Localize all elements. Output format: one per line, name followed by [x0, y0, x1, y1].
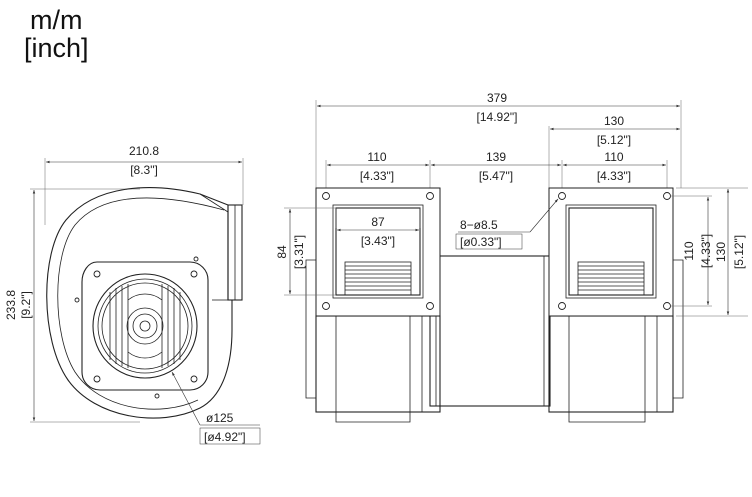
motor-shaft	[139, 320, 151, 332]
left-housing-body	[315, 315, 441, 413]
right-outlet-flange	[548, 187, 674, 317]
holes-in: [ø0.33"]	[460, 235, 502, 249]
right-housing-body	[548, 315, 674, 413]
housing-base	[335, 412, 411, 423]
screw	[93, 375, 101, 383]
overall-mm: 379	[487, 91, 507, 105]
motor-hub	[132, 313, 158, 339]
screw	[93, 270, 101, 278]
units-secondary: [inch]	[24, 33, 89, 63]
left-housing-side	[305, 259, 316, 399]
left-pitch-mm: 110	[367, 150, 386, 164]
holes-mm: 8−ø8.5	[460, 218, 498, 232]
housing-seam	[199, 193, 229, 213]
side-width-in: [8.3"]	[130, 163, 158, 177]
flange-in: [5.12"]	[597, 133, 631, 147]
flange-hole	[558, 192, 566, 200]
v-pitch-in: [4.33"]	[699, 234, 713, 268]
rivet	[74, 297, 80, 303]
inlet-ring	[97, 278, 193, 374]
inlet-inch-box	[199, 427, 261, 445]
motor-hub-outer	[126, 307, 164, 345]
rivet	[193, 256, 199, 262]
right-pitch-in: [4.33"]	[597, 169, 631, 183]
flange-hole	[663, 192, 671, 200]
hole-leader	[529, 198, 559, 233]
flange-hole	[558, 302, 566, 310]
outlet-height-in: [3.31"]	[292, 235, 306, 269]
holes-inch-box	[455, 233, 523, 250]
v-pitch-mm: 110	[682, 241, 696, 260]
right-pitch-mm: 110	[604, 150, 623, 164]
flange-hole	[426, 302, 434, 310]
side-height-in: [9.2"]	[19, 291, 33, 319]
units-primary: m/m	[30, 5, 83, 35]
motor-body	[429, 255, 551, 407]
side-width-mm: 210.8	[129, 144, 159, 158]
side-view: 210.8 [8.3"] 233.8 [9.2"]	[4, 144, 261, 445]
right-impeller	[577, 261, 645, 296]
flange-hole	[322, 302, 330, 310]
left-outlet-flange	[315, 187, 441, 317]
v-flange-in: [5.12"]	[732, 235, 746, 269]
housing-base	[568, 412, 646, 423]
v-flange-mm: 130	[714, 242, 728, 262]
inlet-leader	[171, 371, 201, 426]
screw	[190, 270, 198, 278]
flange-mm: 130	[604, 114, 624, 128]
overall-in: [14.92"]	[477, 110, 518, 124]
side-height-mm: 233.8	[4, 290, 18, 320]
inlet-plate	[81, 261, 209, 391]
flange-hole	[663, 302, 671, 310]
inlet-diameter-mm: ø125	[206, 411, 234, 425]
scroll-housing	[46, 187, 233, 419]
screw	[190, 375, 198, 383]
rivet	[154, 393, 160, 399]
left-impeller	[344, 261, 412, 296]
center-in: [5.47"]	[479, 169, 513, 183]
housing-inner-edge	[57, 197, 225, 410]
flange-hole	[322, 192, 330, 200]
center-mm: 139	[486, 150, 506, 164]
inlet-diameter-in: [ø4.92"]	[204, 430, 246, 444]
flange-hole	[426, 192, 434, 200]
inlet-ring-outer	[92, 273, 198, 379]
inlet-ring-inner	[101, 282, 189, 370]
left-pitch-in: [4.33"]	[360, 169, 394, 183]
outlet-height-mm: 84	[275, 245, 289, 259]
outlet-width-mm: 87	[371, 215, 385, 229]
inlet-grille	[109, 284, 181, 368]
front-view: 379 [14.92"] 130 [5.12"] 110 [4.33"] 139…	[275, 91, 748, 423]
right-housing-side	[673, 259, 684, 399]
right-outlet-opening-outer	[565, 204, 657, 299]
outlet-width-in: [3.43"]	[361, 234, 395, 248]
left-outlet-opening-outer	[332, 204, 424, 299]
